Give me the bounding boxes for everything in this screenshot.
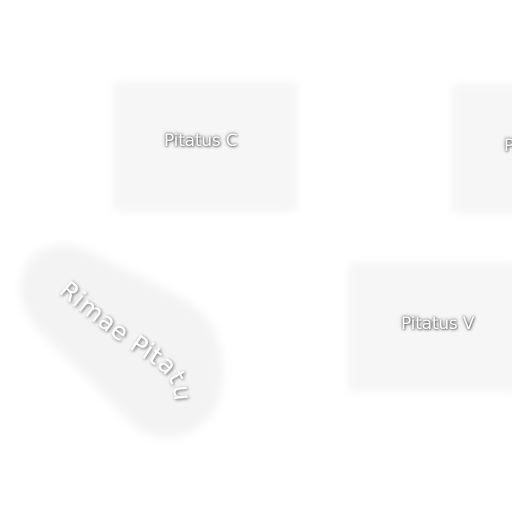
map-label-pitatus-v[interactable]: Pitatus V (401, 314, 475, 334)
map-label-partial-right[interactable]: P (504, 136, 512, 156)
label-halo-rimae-pitatus (21, 245, 223, 438)
label-halo-pitatus-c (112, 82, 298, 212)
label-halo-pitatus-v (348, 262, 512, 392)
label-halo-partial-right (452, 84, 512, 214)
map-label-pitatus-c[interactable]: Pitatus C (164, 131, 238, 151)
